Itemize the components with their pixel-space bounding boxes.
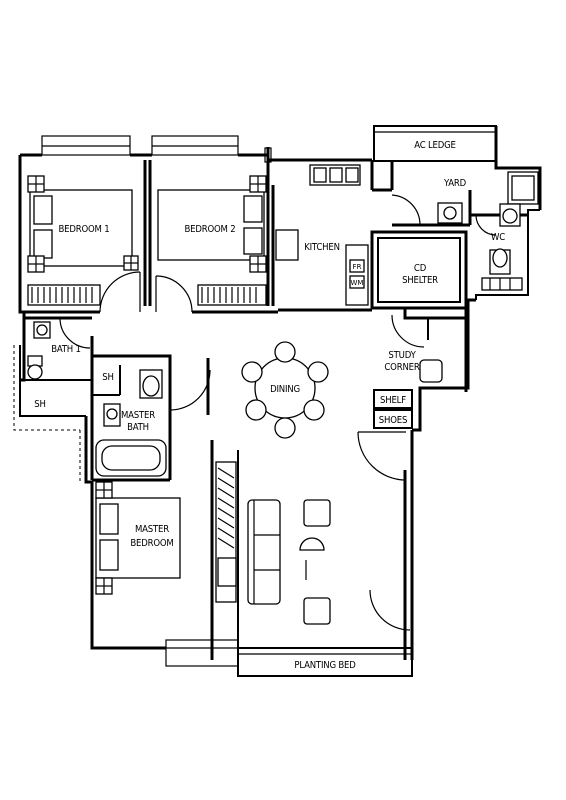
master-bedroom-label-2: BEDROOM [130,538,173,549]
master-bedroom-label-1: MASTER [135,524,169,535]
master-bed [95,481,181,595]
study-chair [419,359,443,383]
master-bath-fixtures [95,369,167,477]
ac-ledge-label: AC LEDGE [414,140,456,151]
cd-shelter-label-1: CD [414,263,427,274]
shelf-label: SHELF [380,395,406,406]
kitchen-label: KITCHEN [304,242,340,253]
master-bath-label-1: MASTER [121,410,155,421]
doors [59,194,497,631]
kitchen-fridge-label: FR [353,263,362,271]
shoes-label: SHOES [379,415,407,426]
bedroom2-bed [157,175,267,273]
room-labels: AC LEDGE YARD WC BEDROOM 1 BEDROOM 2 KIT… [34,140,505,671]
shelf-shoes [373,389,413,429]
bedroom1-wardrobe [27,284,101,306]
dining-set [241,341,329,439]
planting-bed-label: PLANTING BED [294,660,356,671]
study-label-2: CORNER [384,362,419,373]
wc-label: WC [491,232,505,243]
bedroom1-bed [27,175,139,273]
living-furniture [247,499,331,625]
kitchen-wm-label: WM [351,279,364,287]
yard-label: YARD [443,178,467,189]
bedroom1-label: BEDROOM 1 [59,224,110,235]
yard-wc-fixtures [437,171,539,291]
bedroom2-wardrobe [197,284,267,306]
bedroom2-label: BEDROOM 2 [185,224,236,235]
bath1-label: BATH 1 [51,344,81,355]
master-wardrobe [215,461,237,603]
internal-walls [24,160,528,660]
kitchen-counters: FR WM [275,164,369,306]
cd-shelter-label-2: SHELTER [402,275,438,286]
bath1-fixtures [27,321,51,380]
study-label-1: STUDY [388,350,416,361]
balcony-sh-label: SH [34,399,45,410]
master-sh-label: SH [102,372,113,383]
master-bath-label-2: BATH [127,422,149,433]
dining-label: DINING [270,384,300,395]
